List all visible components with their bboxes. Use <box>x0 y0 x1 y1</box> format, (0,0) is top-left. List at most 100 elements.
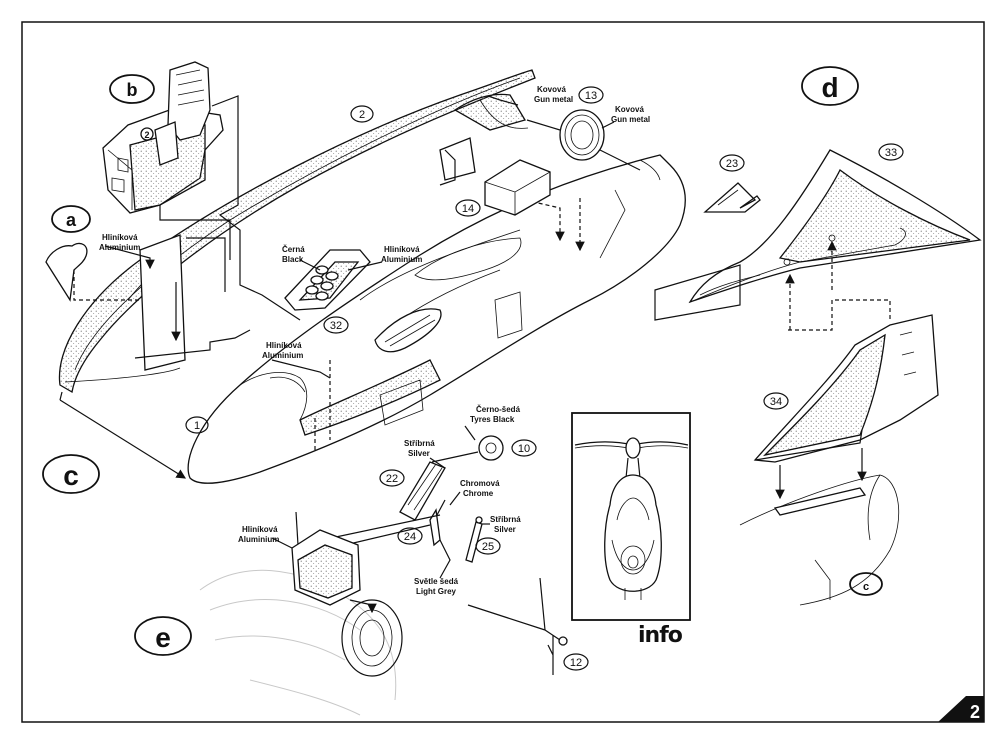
part-13-disc <box>526 109 641 171</box>
section-letter-c-small: c <box>863 581 869 593</box>
callout-line-2: Silver <box>494 525 516 534</box>
part-bubble-34: 34 <box>763 392 789 410</box>
part-10-wheel <box>478 435 504 461</box>
part-12-tow-bar <box>467 577 568 675</box>
windscreen-frame-a <box>45 242 140 302</box>
section-marker-a: a <box>51 205 91 233</box>
callout-line-2: Gun metal <box>534 95 573 104</box>
gun-bay-part-32 <box>284 249 371 311</box>
callout-line-2: Light Grey <box>416 587 457 596</box>
nose-assembly-arrow <box>59 399 187 479</box>
rear-hatch-part <box>439 137 476 186</box>
part-number: 14 <box>462 203 474 215</box>
callout-aluminium-e: Hliníková Aluminium <box>238 525 279 544</box>
part-14-block <box>484 159 551 216</box>
section-marker-c: c <box>42 454 100 494</box>
part-24-piston <box>429 499 446 547</box>
part-bubble-24: 24 <box>397 527 423 545</box>
part-number: 33 <box>885 147 897 159</box>
tail-cone-hatch <box>453 93 529 131</box>
info-label: info <box>638 623 683 648</box>
part-bubble-12: 12 <box>563 653 589 671</box>
part-bubble-22: 22 <box>379 469 405 487</box>
tail-fuselage-section-c <box>739 448 900 606</box>
callout-black-32: Černá Black <box>282 245 305 264</box>
part-number: 10 <box>518 443 530 455</box>
part-number-2-seat: 2 <box>144 130 149 140</box>
part-number: 22 <box>386 473 398 485</box>
part-bubble-25: 25 <box>475 537 501 555</box>
callout-line-2: Aluminium <box>99 243 140 252</box>
page-number-tab: 2 <box>938 696 984 722</box>
callout-line-1: Černo-šedá <box>476 405 521 414</box>
part-number: 13 <box>585 90 597 102</box>
part-number: 25 <box>482 541 494 553</box>
callout-silver-25: Stříbrná Silver <box>490 515 521 534</box>
part-bubble-14: 14 <box>455 199 481 217</box>
callout-line-1: Hliníková <box>242 525 278 534</box>
engine-nacelle-e <box>199 529 403 716</box>
section-letter-b: b <box>127 80 138 100</box>
callout-line-1: Hliníková <box>384 245 420 254</box>
callout-silver-22: Stříbrná Silver <box>404 439 435 458</box>
part-bubble-32: 32 <box>323 316 349 334</box>
callout-line-1: Stříbrná <box>404 439 435 448</box>
section-marker-e: e <box>134 616 192 656</box>
callout-line-1: Kovová <box>537 85 566 94</box>
tail-guides <box>654 240 891 331</box>
part-number: 2 <box>359 109 365 121</box>
callout-gun-metal-b: Kovová Gun metal <box>611 105 650 124</box>
callout-line-2: Aluminium <box>381 255 422 264</box>
callout-line-2: Gun metal <box>611 115 650 124</box>
part-bubble-10: 10 <box>511 439 537 457</box>
part-bubble-23: 23 <box>719 154 745 172</box>
callout-line-1: Chromová <box>460 479 500 488</box>
part-33-tailplane <box>688 149 982 304</box>
fuselage-top-dash <box>524 199 565 242</box>
ejection-seat: 2 <box>140 61 211 166</box>
callout-chrome-24: Chromová Chrome <box>460 479 500 498</box>
callout-aluminium-32: Hliníková Aluminium <box>381 245 422 264</box>
part-bubble-33: 33 <box>878 143 904 161</box>
page-border <box>21 21 985 723</box>
part-23-fin-tip <box>703 182 761 213</box>
section-marker-d: d <box>801 66 859 106</box>
callout-line-2: Chrome <box>463 489 494 498</box>
callout-line-1: Hliníková <box>102 233 138 242</box>
section-marker-b: b <box>109 74 155 104</box>
callout-aluminium-a: Hliníková Aluminium <box>99 233 140 252</box>
section-marker-c-small: c <box>849 572 883 596</box>
part-25-rod <box>465 516 483 563</box>
info-front-view-box <box>571 412 691 621</box>
section-letter-a: a <box>66 210 77 230</box>
part-34-fin <box>753 314 939 463</box>
callout-line-2: Aluminium <box>238 535 279 544</box>
part-number: 1 <box>194 420 200 432</box>
part-number: 24 <box>404 531 416 543</box>
callout-gun-metal-a: Kovová Gun metal <box>534 85 573 104</box>
part-number: 12 <box>570 657 582 669</box>
section-letter-c: c <box>63 460 79 491</box>
callout-line-1: Hliníková <box>266 341 302 350</box>
part-number: 34 <box>770 396 782 408</box>
part-bubble-2: 2 <box>350 105 374 123</box>
section-letter-e: e <box>155 622 171 653</box>
callout-light-grey: Světle šedá Light Grey <box>414 577 459 596</box>
callout-line-2: Tyres Black <box>470 415 515 424</box>
callout-aluminium-nose: Hliníková Aluminium <box>262 341 303 360</box>
callout-line-1: Stříbrná <box>490 515 521 524</box>
callout-line-2: Black <box>282 255 304 264</box>
callout-line-1: Černá <box>282 245 305 254</box>
part-bubble-1: 1 <box>185 416 209 434</box>
page-number: 2 <box>970 702 980 722</box>
part-number: 23 <box>726 158 738 170</box>
callout-line-1: Kovová <box>615 105 644 114</box>
callout-tyres-black: Černo-šedá Tyres Black <box>470 405 521 424</box>
callout-line-2: Aluminium <box>262 351 303 360</box>
part-bubble-13: 13 <box>578 86 604 104</box>
part-number: 32 <box>330 320 342 332</box>
callout-line-2: Silver <box>408 449 430 458</box>
section-letter-d: d <box>821 72 838 103</box>
callout-line-1: Světle šedá <box>414 577 459 586</box>
